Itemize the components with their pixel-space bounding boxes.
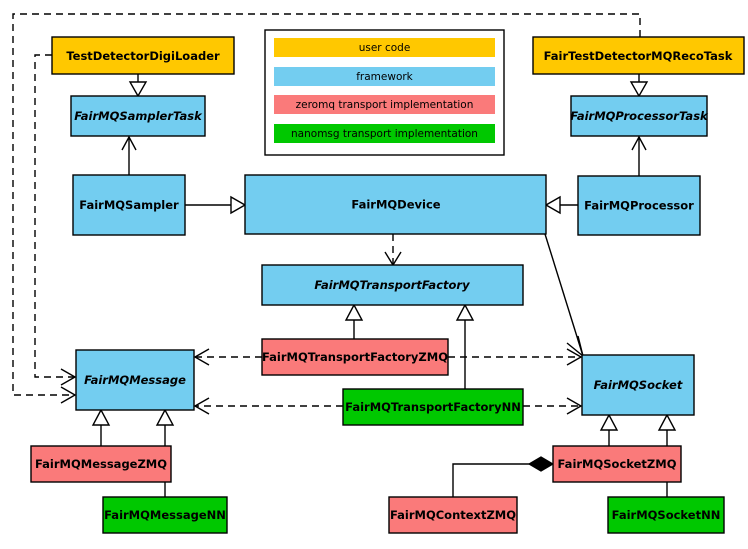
legend-item-nanomsg: nanomsg transport implementation bbox=[274, 124, 495, 143]
node-box[interactable] bbox=[75, 349, 195, 411]
node-fairmq-socket-zmq[interactable]: FairMQSocketZMQ bbox=[552, 445, 682, 483]
legend-label: framework bbox=[356, 71, 413, 83]
node-box[interactable] bbox=[577, 175, 701, 236]
edge-tfnn-to-transportfactory bbox=[455, 303, 475, 389]
node-fair-test-detector-mq-reco-task[interactable]: FairTestDetectorMQRecoTask bbox=[532, 36, 745, 75]
node-box[interactable] bbox=[388, 496, 518, 534]
node-label: FairTestDetectorMQRecoTask bbox=[544, 49, 733, 63]
legend-swatch bbox=[274, 124, 495, 143]
legend-swatch bbox=[274, 38, 495, 57]
node-box[interactable] bbox=[261, 338, 449, 376]
edge-tfzmq-to-message bbox=[193, 348, 262, 366]
node-label: FairMQProcessorTask bbox=[570, 109, 709, 123]
node-fairmq-device[interactable]: FairMQDevice bbox=[244, 174, 547, 235]
node-label: FairMQMessageNN bbox=[104, 508, 226, 522]
node-fairmq-message-nn[interactable]: FairMQMessageNN bbox=[102, 496, 228, 534]
node-label: FairMQProcessor bbox=[584, 199, 694, 213]
legend: user code framework zeromq transport imp… bbox=[264, 29, 505, 156]
node-box[interactable] bbox=[342, 388, 524, 426]
legend-item-user-code: user code bbox=[274, 38, 495, 57]
edge-sampler-to-samplertask bbox=[121, 135, 137, 175]
edge-tfzmq-to-socket bbox=[448, 348, 583, 366]
legend-label: user code bbox=[359, 42, 411, 54]
node-box[interactable] bbox=[72, 174, 186, 236]
node-box[interactable] bbox=[581, 354, 695, 416]
node-box[interactable] bbox=[70, 95, 206, 137]
node-fairmq-message-zmq[interactable]: FairMQMessageZMQ bbox=[30, 445, 172, 483]
edge-tfnn-to-socket bbox=[523, 397, 583, 415]
edge-socketzmq-to-socket bbox=[599, 413, 619, 446]
legend-item-framework: framework bbox=[274, 67, 495, 86]
node-fairmq-processor[interactable]: FairMQProcessor bbox=[577, 175, 701, 236]
node-fairmq-transport-factory-zmq[interactable]: FairMQTransportFactoryZMQ bbox=[261, 338, 449, 376]
node-label: FairMQSamplerTask bbox=[74, 109, 203, 123]
node-label: FairMQContextZMQ bbox=[390, 508, 516, 522]
edge-tfzmq-to-transportfactory bbox=[344, 303, 364, 339]
node-box[interactable] bbox=[532, 36, 745, 75]
node-box[interactable] bbox=[102, 496, 228, 534]
edge-digiloader-to-samplertask bbox=[128, 74, 148, 98]
legend-swatch bbox=[274, 95, 495, 114]
node-box[interactable] bbox=[51, 36, 235, 75]
node-label: FairMQTransportFactory bbox=[314, 278, 470, 292]
node-label: FairMQMessageZMQ bbox=[35, 457, 167, 471]
edge-tfnn-to-message bbox=[193, 397, 343, 415]
node-fairmq-message[interactable]: FairMQMessage bbox=[75, 349, 195, 411]
node-layer: TestDetectorDigiLoader FairMQSamplerTask… bbox=[30, 36, 745, 534]
node-label: FairMQSampler bbox=[79, 198, 179, 212]
edge-layer: FairMQSamplerTask (generalization, verti… bbox=[12, 13, 677, 497]
node-box[interactable] bbox=[30, 445, 172, 483]
edge-recotask-to-message bbox=[12, 13, 641, 404]
legend-swatch bbox=[274, 67, 495, 86]
node-label: FairMQSocketNN bbox=[612, 508, 721, 522]
edge-messagezmq-to-message bbox=[91, 408, 111, 446]
node-fairmq-socket-nn[interactable]: FairMQSocketNN bbox=[607, 496, 725, 534]
edge-digiloader-to-message bbox=[34, 54, 77, 386]
legend-label: nanomsg transport implementation bbox=[291, 128, 478, 140]
edge-sampler-to-device bbox=[185, 195, 247, 215]
node-box[interactable] bbox=[552, 445, 682, 483]
edge-processor-to-processortask bbox=[631, 135, 647, 176]
edge-processor-to-device bbox=[544, 195, 578, 215]
edge-recotask-to-processortask bbox=[629, 74, 649, 98]
edge-device-to-transportfactory bbox=[384, 234, 402, 267]
node-fairmq-context-zmq[interactable]: FairMQContextZMQ bbox=[388, 496, 518, 534]
node-box[interactable] bbox=[607, 496, 725, 534]
node-label: FairMQMessage bbox=[84, 373, 186, 387]
node-fairmq-processor-task[interactable]: FairMQProcessorTask bbox=[570, 95, 709, 137]
edge-contextzmq-to-socketzmq bbox=[452, 456, 555, 497]
node-box[interactable] bbox=[244, 174, 547, 235]
node-label: FairMQSocket bbox=[594, 378, 683, 392]
node-fairmq-transport-factory[interactable]: FairMQTransportFactory bbox=[261, 264, 524, 306]
node-label: TestDetectorDigiLoader bbox=[66, 49, 220, 63]
node-box[interactable] bbox=[570, 95, 708, 137]
node-fairmq-sampler-task[interactable]: FairMQSamplerTask bbox=[70, 95, 206, 137]
node-fairmq-transport-factory-nn[interactable]: FairMQTransportFactoryNN bbox=[342, 388, 524, 426]
node-label: FairMQDevice bbox=[351, 198, 440, 212]
node-fairmq-socket[interactable]: FairMQSocket bbox=[581, 354, 695, 416]
node-label: FairMQTransportFactoryNN bbox=[345, 400, 521, 414]
node-fairmq-sampler[interactable]: FairMQSampler bbox=[72, 174, 186, 236]
legend-item-zeromq: zeromq transport implementation bbox=[274, 95, 495, 114]
node-label: FairMQTransportFactoryZMQ bbox=[262, 350, 448, 364]
node-box[interactable] bbox=[261, 264, 524, 306]
edge-device-to-socket bbox=[544, 233, 585, 358]
legend-label: zeromq transport implementation bbox=[296, 99, 474, 111]
node-test-detector-digi-loader[interactable]: TestDetectorDigiLoader bbox=[51, 36, 235, 75]
node-label: FairMQSocketZMQ bbox=[558, 457, 677, 471]
